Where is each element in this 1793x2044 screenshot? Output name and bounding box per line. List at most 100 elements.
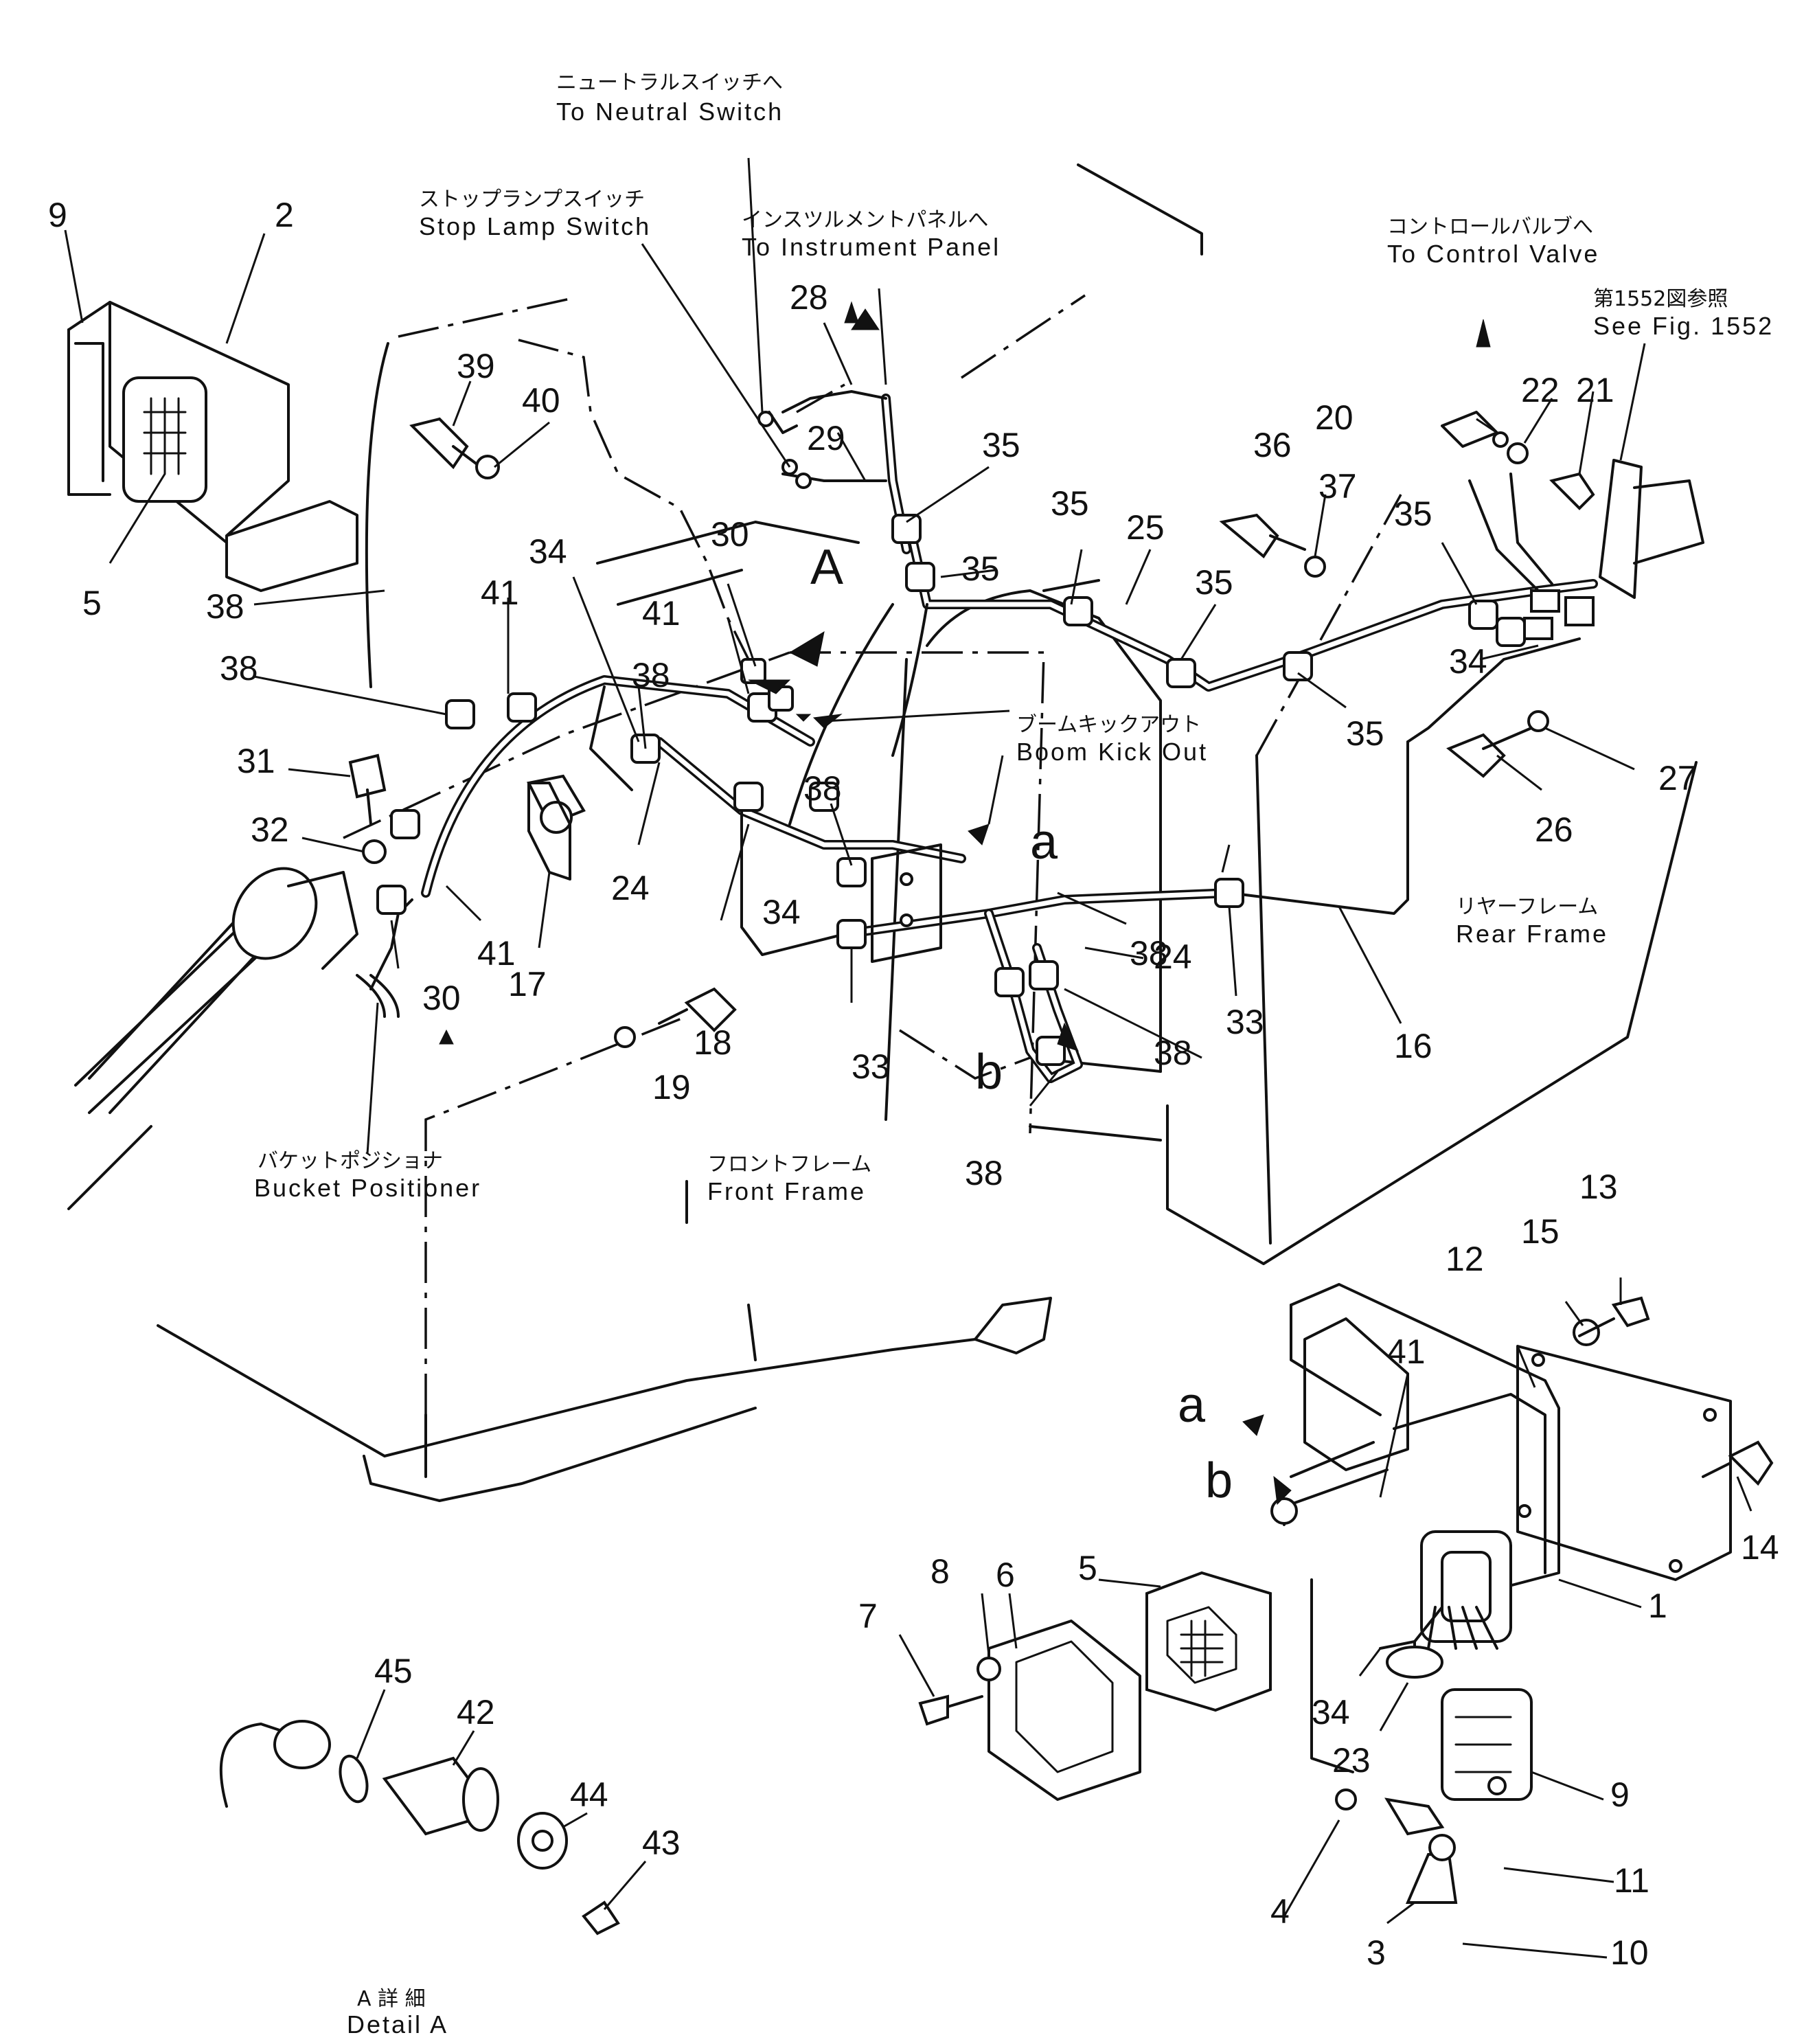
part-number-27: 27 [1658, 759, 1697, 797]
rear-frame-jp: リヤーフレーム [1456, 895, 1598, 919]
part-number-labels: 9 2 5 39 40 38 38 41 34 31 32 41 30 17 2… [48, 196, 1779, 1972]
part-number-38d: 38 [803, 769, 842, 808]
rear-frame-en: Rear Frame [1456, 920, 1608, 948]
part-number-18: 18 [694, 1023, 732, 1062]
stop-lamp-switch-jp: ストップランプスイッチ [419, 188, 645, 212]
switch-17 [527, 782, 571, 881]
stop-lamp-switch-en: Stop Lamp Switch [419, 212, 651, 240]
control-valve-connector [1441, 411, 1509, 448]
part-number-21: 21 [1576, 371, 1614, 409]
part-number-30a: 30 [422, 979, 461, 1017]
part-number-19: 19 [652, 1068, 691, 1106]
part-number-38b: 38 [220, 649, 258, 688]
left-top-lamp [67, 301, 358, 592]
part-number-32: 32 [251, 810, 289, 849]
view-letter-a-main: a [1030, 815, 1058, 870]
part-number-40: 40 [522, 381, 560, 420]
lamp-small-fasteners [918, 1296, 1774, 1904]
part-number-41a: 41 [481, 574, 519, 612]
part-number-33b: 33 [1226, 1003, 1264, 1041]
part-number-9b: 9 [1610, 1775, 1630, 1814]
part-number-41c: 41 [642, 594, 681, 633]
front-frame-jp: フロントフレーム [707, 1152, 871, 1177]
part-number-44: 44 [570, 1775, 608, 1814]
part-number-5: 5 [82, 584, 102, 622]
part-number-35c: 35 [1051, 484, 1089, 523]
leader-lines [64, 157, 1752, 1959]
part-number-10: 10 [1610, 1933, 1649, 1972]
part-number-25: 25 [1126, 508, 1165, 547]
part-number-35a: 35 [982, 426, 1020, 464]
rear-frame-outline [884, 163, 1704, 1265]
see-fig-en: See Fig. 1552 [1593, 312, 1774, 340]
lamp-lens-5 [1145, 1571, 1272, 1712]
detail-a-en: Detail A [347, 2010, 448, 2039]
lamp-gasket-6 [987, 1620, 1141, 1801]
part-number-13: 13 [1579, 1168, 1618, 1206]
part-number-22: 22 [1521, 371, 1560, 409]
view-letter-b-main: b [975, 1045, 1003, 1100]
instrument-panel-en: To Instrument Panel [742, 233, 1001, 261]
part-number-14: 14 [1741, 1528, 1779, 1567]
part-number-35f: 35 [1394, 495, 1432, 533]
part-number-5b: 5 [1078, 1549, 1097, 1587]
neutral-switch-jp: ニュートラルスイッチへ [556, 71, 783, 95]
front-frame-outline [67, 297, 1052, 1502]
part-number-34b: 34 [762, 893, 801, 931]
boom-kick-out-jp: ブームキックアウト [1016, 713, 1201, 737]
bucket-positioner-en: Bucket Positioner [254, 1174, 481, 1202]
part-number-9: 9 [48, 196, 67, 234]
part-number-38a: 38 [206, 587, 244, 626]
view-letter-a-detail: a [1178, 1378, 1206, 1433]
part-number-3: 3 [1367, 1933, 1386, 1972]
front-frame-en: Front Frame [707, 1177, 866, 1205]
part-number-38c: 38 [632, 656, 670, 694]
callout-labels: ニュートラルスイッチへ To Neutral Switch ストップランプスイッ… [254, 71, 1774, 2039]
part-number-17: 17 [508, 965, 547, 1003]
fasteners-main [348, 417, 1595, 1048]
bucket-positioner-jp: バケットポジショナ [258, 1149, 443, 1173]
part-number-30b: 30 [711, 515, 749, 554]
part-number-38f: 38 [1154, 1034, 1192, 1072]
part-number-1: 1 [1648, 1587, 1667, 1625]
part-number-29: 29 [807, 419, 845, 457]
part-number-23: 23 [1332, 1741, 1371, 1780]
part-number-24a: 24 [611, 869, 650, 907]
part-number-26: 26 [1535, 810, 1573, 849]
part-number-12: 12 [1446, 1240, 1484, 1278]
view-letter-A: A [810, 540, 843, 595]
part-number-11: 11 [1614, 1861, 1649, 1900]
see-fig-jp: 第1552図参照 [1593, 287, 1728, 311]
lamp-cover-12 [1516, 1345, 1732, 1581]
part-number-24b: 24 [1154, 938, 1192, 976]
part-number-38g: 38 [965, 1154, 1003, 1192]
part-number-37: 37 [1318, 467, 1357, 506]
part-number-8: 8 [930, 1552, 950, 1591]
part-number-35d: 35 [1195, 563, 1233, 602]
part-number-20: 20 [1315, 398, 1354, 437]
part-number-34a: 34 [529, 532, 567, 571]
part-number-41b: 41 [477, 934, 516, 973]
lamp-body-9 [1441, 1688, 1533, 1801]
part-number-28: 28 [790, 278, 828, 317]
part-number-45: 45 [374, 1652, 413, 1690]
switch-leads [757, 411, 812, 489]
part-number-7: 7 [858, 1597, 878, 1635]
bucket-positioner-assembly [88, 867, 400, 1114]
part-number-41d: 41 [1387, 1332, 1426, 1371]
part-number-34d: 34 [1312, 1693, 1350, 1731]
part-number-33a: 33 [852, 1047, 890, 1086]
detail-a-jp: A 詳 細 [357, 1987, 426, 2011]
part-number-35e: 35 [1346, 714, 1384, 753]
neutral-switch-en: To Neutral Switch [556, 98, 784, 126]
part-number-16: 16 [1394, 1027, 1432, 1065]
cross-member [596, 383, 1100, 606]
boom-kick-out-en: Boom Kick Out [1016, 738, 1208, 766]
part-number-39: 39 [457, 347, 495, 385]
connector-block-rear [1523, 459, 1643, 640]
arrows [439, 301, 1491, 1506]
detail-a-drawing [219, 1720, 620, 1935]
lamp-exploded-view [1270, 1283, 1560, 1773]
